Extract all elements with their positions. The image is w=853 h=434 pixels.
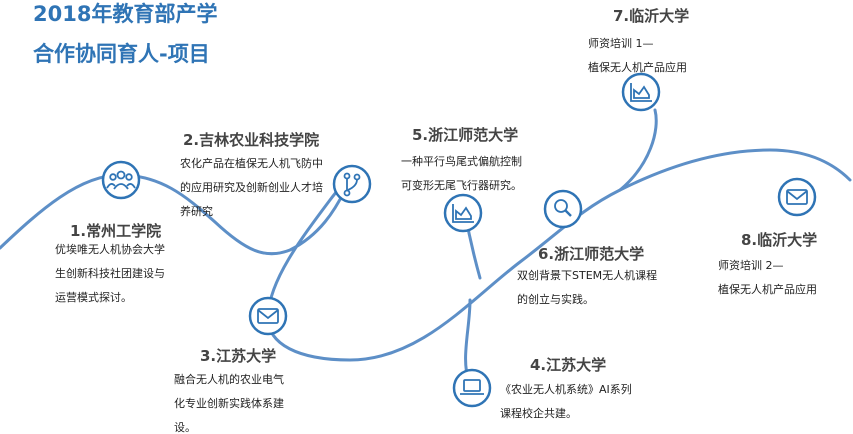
branch-line-7 <box>618 108 658 192</box>
node-6 <box>543 189 583 229</box>
step-8-desc: 师资培训 2— 植保无人机产品应用 <box>718 254 817 302</box>
step-5-title: 5.浙江师范大学 <box>412 126 519 144</box>
step-1-desc-line-2: 生创新科技社团建设与 <box>55 267 165 280</box>
step-4-desc: 《农业无人机系统》AI系列 课程校企共建。 <box>500 378 632 426</box>
step-1-desc-line-1: 优埃唯无人机协会大学 <box>55 243 165 256</box>
magnifier-icon <box>554 199 572 217</box>
envelope-icon <box>786 189 808 205</box>
node-2 <box>332 164 372 204</box>
node-1 <box>101 160 141 200</box>
node-3 <box>248 296 288 336</box>
step-6-desc-line-2: 的创立与实践。 <box>517 293 594 306</box>
step-5-desc: 一种平行鸟尾式偏航控制 可变形无尾飞行器研究。 <box>401 150 522 198</box>
step-1-desc: 优埃唯无人机协会大学 生创新科技社团建设与 运营模式探讨。 <box>55 238 165 310</box>
step-3-desc-line-2: 化专业创新实践体系建 <box>174 397 284 410</box>
git-branch-icon <box>343 172 361 197</box>
step-2-desc-line-1: 农化产品在植保无人机飞防中 <box>180 157 323 170</box>
node-8 <box>777 177 817 217</box>
area-chart-icon <box>452 204 474 223</box>
step-8-desc-line-1: 师资培训 2— <box>718 259 784 272</box>
step-5-desc-line-2: 可变形无尾飞行器研究。 <box>401 179 522 192</box>
step-7-desc-line-2: 植保无人机产品应用 <box>588 61 687 74</box>
step-2-desc-line-3: 养研究 <box>180 205 213 218</box>
step-1-desc-line-3: 运营模式探讨。 <box>55 291 132 304</box>
step-2-desc: 农化产品在植保无人机飞防中 的应用研究及创新创业人才培 养研究 <box>180 152 323 224</box>
node-7 <box>621 72 661 112</box>
step-5-desc-line-1: 一种平行鸟尾式偏航控制 <box>401 155 522 168</box>
step-6-desc: 双创背景下STEM无人机课程 的创立与实践。 <box>517 264 657 312</box>
step-7-desc: 师资培训 1— 植保无人机产品应用 <box>588 32 687 80</box>
step-7-desc-line-1: 师资培训 1— <box>588 37 654 50</box>
envelope-icon <box>257 308 279 324</box>
step-2-desc-line-2: 的应用研究及创新创业人才培 <box>180 181 323 194</box>
node-4 <box>452 368 492 408</box>
step-4-title: 4.江苏大学 <box>530 356 607 374</box>
step-3-desc-line-1: 融合无人机的农业电气 <box>174 373 284 386</box>
step-3-desc-line-3: 设。 <box>174 421 196 434</box>
step-6-desc-line-1: 双创背景下STEM无人机课程 <box>517 269 658 282</box>
step-6-title: 6.浙江师范大学 <box>538 245 645 263</box>
step-3-title: 3.江苏大学 <box>200 347 277 365</box>
step-2-title: 2.吉林农业科技学院 <box>183 131 320 149</box>
step-7-title: 7.临沂大学 <box>613 7 690 25</box>
page-title-line-2: 合作协同育人-项目 <box>33 42 210 66</box>
people-group-icon <box>106 170 136 190</box>
step-8-desc-line-2: 植保无人机产品应用 <box>718 283 817 296</box>
step-4-desc-line-2: 课程校企共建。 <box>500 407 577 420</box>
laptop-icon <box>460 379 484 395</box>
step-8-title: 8.临沂大学 <box>741 231 818 249</box>
step-1-title: 1.常州工学院 <box>70 222 162 240</box>
area-chart-icon <box>630 83 652 102</box>
node-5 <box>443 193 483 233</box>
step-3-desc: 融合无人机的农业电气 化专业创新实践体系建 设。 <box>174 368 284 434</box>
page-title-line-1: 2018年教育部产学 <box>33 2 218 26</box>
step-4-desc-line-1: 《农业无人机系统》AI系列 <box>500 383 632 396</box>
